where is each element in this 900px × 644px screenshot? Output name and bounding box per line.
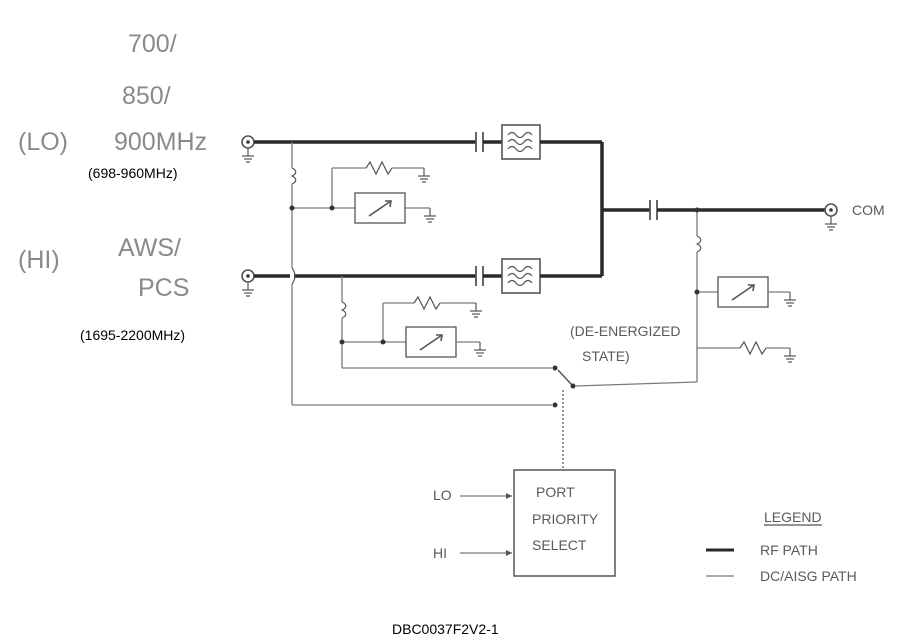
com-dc-branch — [694, 207, 797, 382]
de-energized-note-line2: STATE) — [582, 348, 630, 364]
hi-control-input-label: HI — [433, 545, 447, 561]
port-priority-select-box — [513, 469, 616, 577]
lo-port-connector — [241, 135, 255, 149]
hi-port-tag: (HI) — [18, 246, 60, 274]
lo-frequency-range: (698-960MHz) — [88, 165, 177, 181]
control-inputs — [460, 493, 512, 556]
control-box-line1: PORT — [536, 484, 575, 500]
hi-frequency-range: (1695-2200MHz) — [80, 327, 185, 343]
lo-attenuator — [354, 192, 406, 224]
de-energized-note-line1: (DE-ENERGIZED — [570, 323, 680, 339]
lo-control-input-label: LO — [433, 487, 452, 503]
com-port-label: COM — [852, 202, 885, 218]
lo-dc-branch — [289, 142, 437, 405]
hi-band-label-line1: AWS/ — [118, 234, 181, 262]
priority-switch — [292, 365, 698, 470]
control-box-line2: PRIORITY — [532, 511, 599, 527]
hi-port-ground — [241, 281, 255, 297]
com-port-ground — [824, 215, 838, 231]
legend-rf-path: RF PATH — [760, 542, 818, 558]
com-port-connector — [824, 203, 838, 217]
legend-title: LEGEND — [764, 509, 822, 525]
control-box-line3: SELECT — [532, 537, 587, 553]
lo-bandpass-filter — [501, 124, 541, 160]
com-attenuator — [717, 276, 769, 308]
hi-attenuator — [405, 326, 457, 358]
legend-dc-aisg-path: DC/AISG PATH — [760, 568, 857, 584]
figure-id: DBC0037F2V2-1 — [392, 621, 499, 637]
lo-port-tag: (LO) — [18, 128, 68, 156]
hi-band-label-line2: PCS — [138, 274, 189, 302]
dc-crossover — [290, 267, 296, 285]
legend — [706, 524, 822, 577]
lo-port-ground — [241, 147, 255, 163]
com-rf-path — [602, 200, 838, 231]
lo-band-label-line1: 700/ — [128, 30, 177, 58]
hi-rf-path — [241, 258, 602, 297]
hi-bandpass-filter — [501, 258, 541, 294]
hi-port-connector — [241, 269, 255, 283]
lo-band-label-line3: 900MHz — [114, 128, 207, 156]
hi-dc-branch — [339, 276, 487, 368]
lo-band-label-line2: 850/ — [122, 82, 171, 110]
lo-rf-path — [241, 124, 604, 276]
